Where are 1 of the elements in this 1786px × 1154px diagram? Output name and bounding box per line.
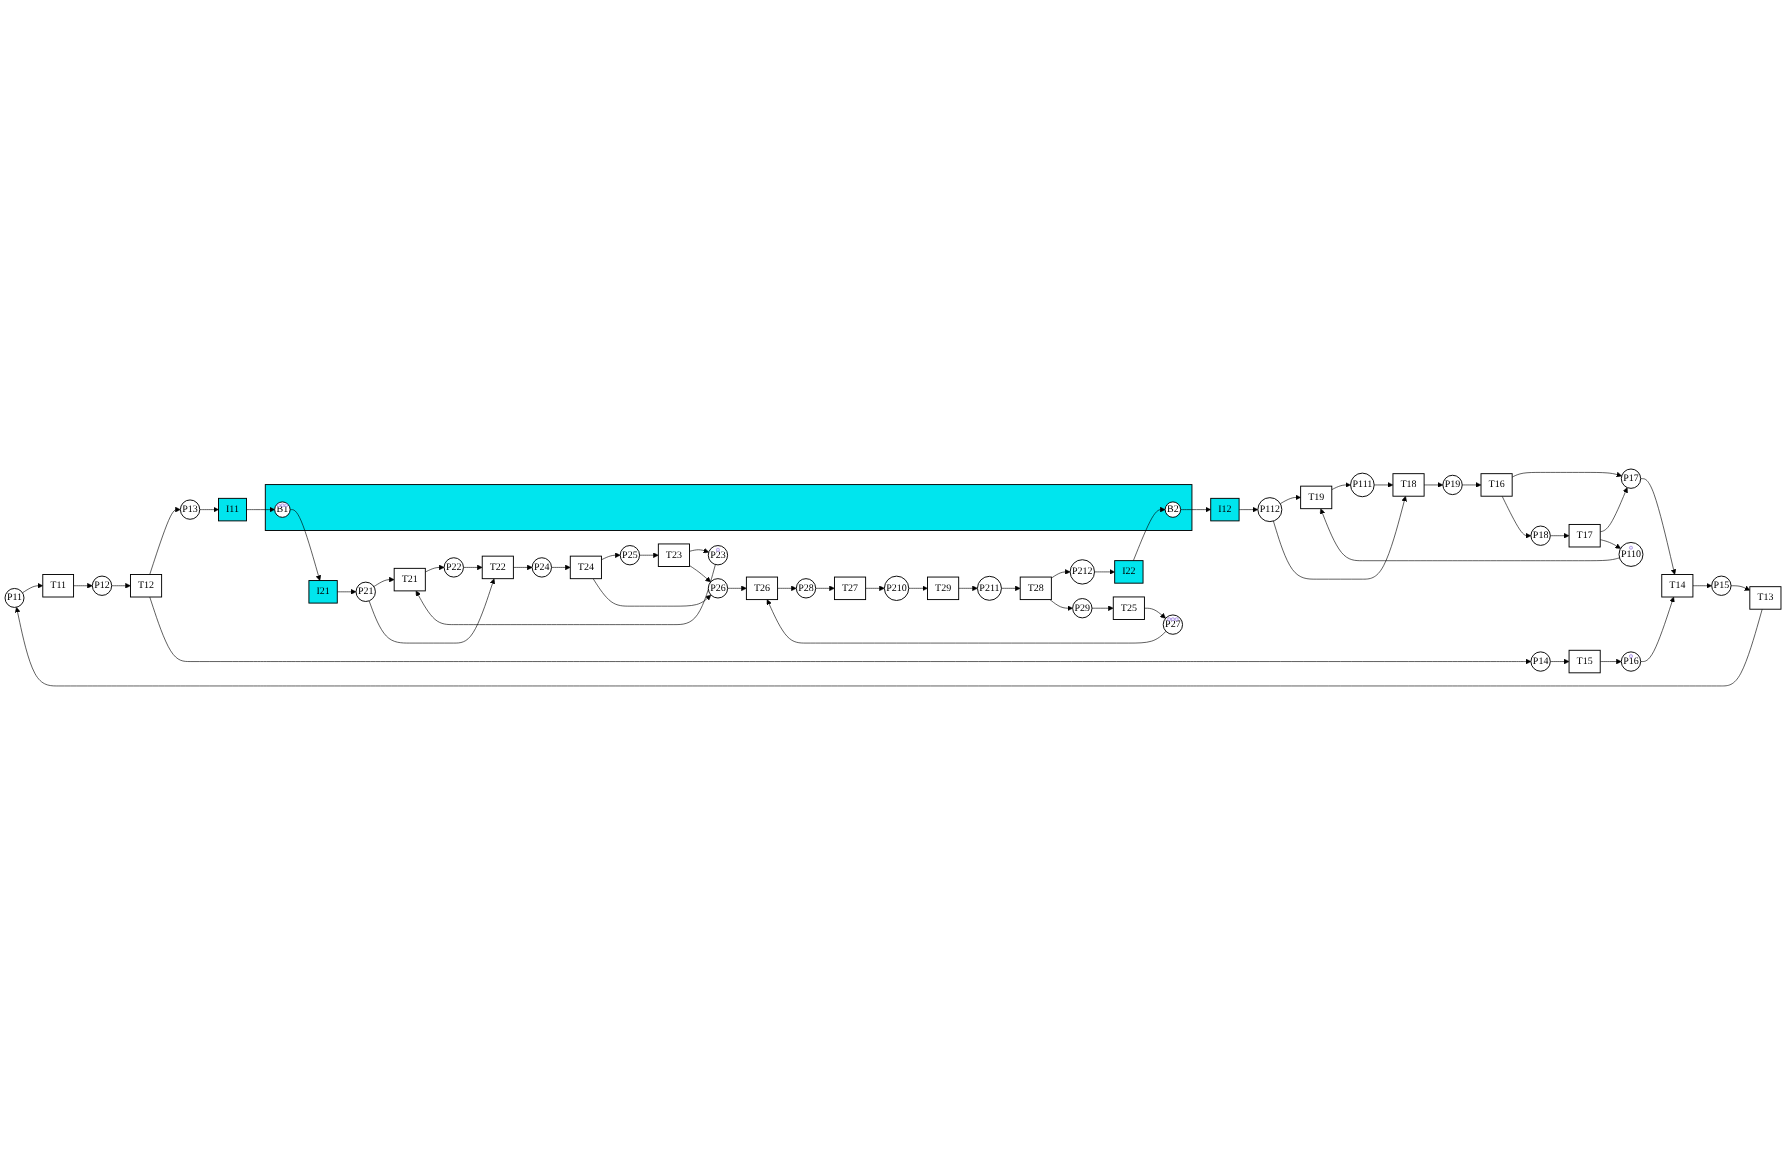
cluster bbox=[264, 483, 1193, 531]
